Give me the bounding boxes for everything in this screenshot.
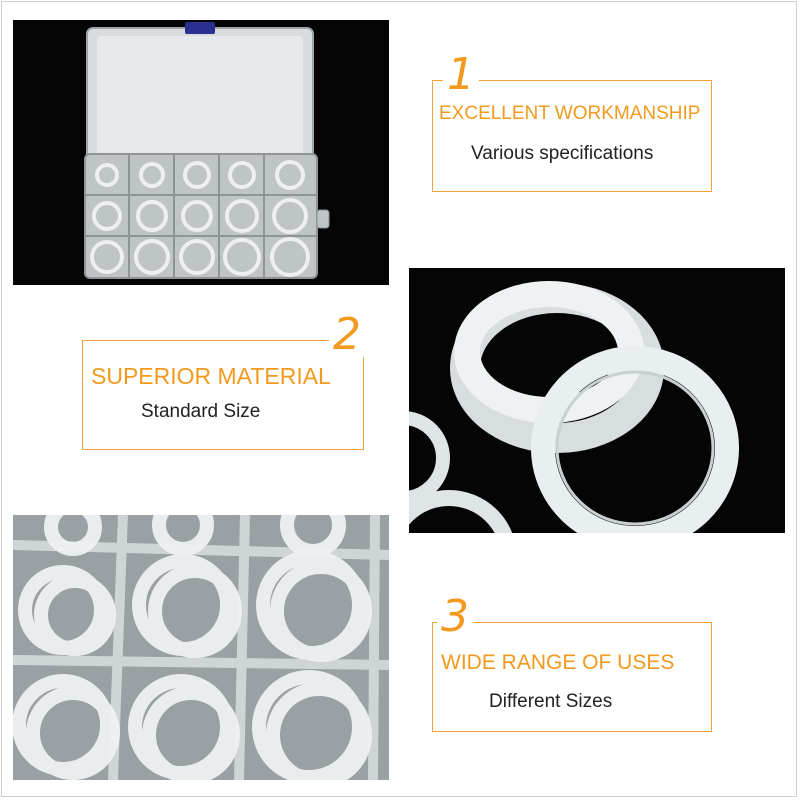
organizer-box-illustration xyxy=(13,20,389,285)
feature-subtitle-1: Various specifications xyxy=(471,143,654,164)
compartments-illustration xyxy=(13,515,389,780)
feature-box-1: 1 EXCELLENT WORKMANSHIP Various specific… xyxy=(432,53,712,192)
compartments-closeup-photo xyxy=(13,515,389,780)
feature-box-3: 3 WIDE RANGE OF USES Different Sizes xyxy=(432,595,712,732)
feature-heading-2: SUPERIOR MATERIAL xyxy=(91,363,331,389)
feature-subtitle-2: Standard Size xyxy=(141,401,261,422)
feature-number-2: 2 xyxy=(329,313,365,357)
feature-number-3: 3 xyxy=(437,595,473,639)
feature-number-1: 1 xyxy=(443,53,479,97)
feature-heading-1: EXCELLENT WORKMANSHIP xyxy=(439,103,701,124)
feature-heading-3: WIDE RANGE OF USES xyxy=(441,651,675,674)
organizer-box-photo xyxy=(13,20,389,285)
feature-box-2: 2 SUPERIOR MATERIAL Standard Size xyxy=(82,313,365,450)
rings-closeup-photo xyxy=(409,268,785,533)
rings-closeup-illustration xyxy=(409,268,785,533)
feature-subtitle-3: Different Sizes xyxy=(489,691,613,712)
